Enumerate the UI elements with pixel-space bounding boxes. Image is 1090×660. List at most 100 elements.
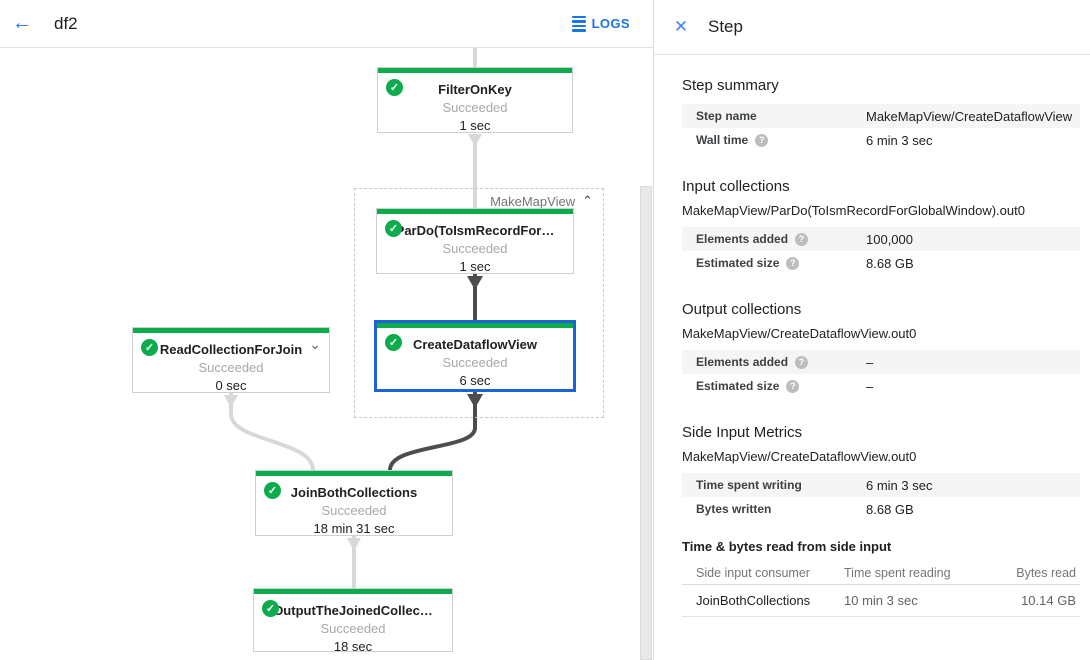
row-label: Elements added — [696, 355, 789, 369]
graph-node-pardo[interactable]: ✓ ParDo(ToIsmRecordFor… Succeeded 1 sec — [376, 208, 574, 274]
col-header-bytes-read: Bytes read — [1016, 565, 1076, 580]
group-collapse-toggle[interactable]: MakeMapView ⌃ — [490, 193, 593, 209]
row-label: Time spent writing — [696, 478, 802, 492]
pipeline-graph: MakeMapView ⌃ ✓ FilterOnKey Succeeded 1 … — [0, 48, 653, 660]
success-check-icon: ✓ — [141, 339, 158, 356]
table-header-row: Side input consumer Time spent reading B… — [682, 561, 1080, 585]
close-icon[interactable]: ✕ — [673, 17, 689, 36]
node-status-bar — [378, 68, 572, 73]
table-heading: Time & bytes read from side input — [682, 539, 892, 554]
input-row-estimated-size: Estimated size ? 8.68 GB — [682, 251, 1080, 275]
row-label: Elements added — [696, 232, 789, 246]
node-title: ReadCollectionForJoin — [159, 342, 303, 357]
node-status: Succeeded — [442, 355, 508, 370]
section-heading: Side Input Metrics — [682, 424, 803, 441]
node-title: JoinBothCollections — [290, 485, 418, 500]
sideinput-row-bytes-written: Bytes written 8.68 GB — [682, 497, 1080, 521]
col-header-consumer: Side input consumer — [696, 565, 810, 580]
row-value: 100,000 — [866, 231, 913, 247]
chevron-down-icon[interactable]: ⌄ — [309, 336, 321, 352]
graph-node-outputthejoinedcollection[interactable]: ✓ OutputTheJoinedCollec… Succeeded 18 se… — [253, 588, 453, 654]
row-label: Estimated size — [696, 256, 780, 270]
success-check-icon: ✓ — [264, 482, 281, 499]
cell-bytes-read: 10.14 GB — [1021, 593, 1076, 608]
row-value: – — [866, 354, 874, 370]
step-details-panel: ✕ Step Step summary Step name MakeMapVie… — [654, 0, 1090, 660]
row-value: MakeMapView/CreateDataflowView — [866, 108, 1073, 124]
graph-scrollbar-thumb[interactable] — [640, 186, 652, 660]
pane-divider — [653, 0, 654, 660]
row-value: 8.68 GB — [866, 501, 914, 517]
success-check-icon: ✓ — [262, 600, 279, 617]
node-time: 1 sec — [459, 118, 491, 133]
section-heading: Step summary — [682, 77, 779, 94]
composite-step-group-makemapview: MakeMapView ⌃ — [354, 188, 604, 418]
row-label: Estimated size — [696, 379, 780, 393]
node-status: Succeeded — [442, 241, 508, 256]
collection-name: MakeMapView/CreateDataflowView.out0 — [682, 326, 917, 341]
node-status: Succeeded — [321, 503, 387, 518]
collection-name: MakeMapView/ParDo(ToIsmRecordForGlobalWi… — [682, 203, 1025, 218]
success-check-icon: ✓ — [386, 79, 403, 96]
output-row-estimated-size: Estimated size ? – — [682, 374, 1080, 398]
list-icon — [571, 15, 586, 32]
output-row-elements-added: Elements added ? – — [682, 350, 1080, 374]
panel-header: ✕ Step — [654, 0, 1090, 55]
success-check-icon: ✓ — [385, 334, 402, 351]
node-status-bar — [256, 471, 452, 476]
back-arrow-icon[interactable]: ← — [12, 12, 32, 34]
section-heading: Input collections — [682, 178, 790, 195]
cell-time-reading: 10 min 3 sec — [844, 593, 918, 608]
row-value: 6 min 3 sec — [866, 477, 933, 493]
node-status: Succeeded — [320, 621, 386, 636]
help-icon[interactable]: ? — [795, 232, 809, 246]
top-app-bar: ← df2 LOGS — [0, 0, 654, 48]
help-icon[interactable]: ? — [755, 133, 769, 147]
section-output-collections: Output collections MakeMapView/CreateDat… — [682, 301, 1080, 398]
node-title: ParDo(ToIsmRecordFor… — [395, 223, 555, 238]
logs-button-label: LOGS — [591, 16, 630, 31]
cell-consumer: JoinBothCollections — [696, 593, 811, 608]
panel-title: Step — [708, 17, 743, 36]
node-time: 18 sec — [333, 639, 373, 654]
help-icon[interactable]: ? — [786, 379, 800, 393]
node-title: FilterOnKey — [438, 82, 512, 97]
help-icon[interactable]: ? — [786, 256, 800, 270]
row-label: Wall time — [696, 133, 749, 147]
row-value: – — [866, 378, 874, 394]
node-status-bar — [133, 328, 329, 333]
summary-row-step-name: Step name MakeMapView/CreateDataflowView — [682, 104, 1080, 128]
collection-name: MakeMapView/CreateDataflowView.out0 — [682, 449, 917, 464]
logs-button[interactable]: LOGS — [571, 15, 630, 32]
side-input-read-table: Time & bytes read from side input Side i… — [682, 539, 1080, 617]
section-heading: Output collections — [682, 301, 802, 318]
graph-node-filteronkey[interactable]: ✓ FilterOnKey Succeeded 1 sec — [377, 67, 573, 133]
summary-row-wall-time: Wall time ? 6 min 3 sec — [682, 128, 1080, 152]
node-time: 1 sec — [459, 259, 491, 274]
group-label: MakeMapView — [490, 193, 576, 209]
table-row: JoinBothCollections 10 min 3 sec 10.14 G… — [682, 585, 1080, 617]
node-time: 18 min 31 sec — [313, 521, 395, 536]
input-row-elements-added: Elements added ? 100,000 — [682, 227, 1080, 251]
sideinput-row-time-writing: Time spent writing 6 min 3 sec — [682, 473, 1080, 497]
row-value: 6 min 3 sec — [866, 132, 933, 148]
chevron-up-icon: ⌃ — [582, 193, 593, 208]
graph-edges — [224, 48, 483, 588]
node-status-bar — [254, 589, 452, 594]
section-input-collections: Input collections MakeMapView/ParDo(ToIs… — [682, 178, 1080, 275]
graph-node-joinbothcollections[interactable]: ✓ JoinBothCollections Succeeded 18 min 3… — [255, 470, 453, 536]
node-status: Succeeded — [442, 100, 508, 115]
graph-node-readcollectionforjoin[interactable]: ✓ ⌄ ReadCollectionForJoin Succeeded 0 se… — [132, 327, 330, 393]
node-status: Succeeded — [198, 360, 264, 375]
node-status-bar — [377, 323, 573, 328]
row-label: Step name — [696, 109, 757, 123]
help-icon[interactable]: ? — [795, 355, 809, 369]
node-time: 0 sec — [215, 378, 247, 393]
row-value: 8.68 GB — [866, 255, 914, 271]
node-time: 6 sec — [459, 373, 491, 388]
node-status-bar — [377, 209, 573, 214]
section-step-summary: Step summary Step name MakeMapView/Creat… — [682, 77, 1080, 152]
row-label: Bytes written — [696, 502, 772, 516]
graph-node-createdataflowview[interactable]: ✓ CreateDataflowView Succeeded 6 sec — [374, 320, 576, 392]
col-header-time-reading: Time spent reading — [844, 565, 951, 580]
